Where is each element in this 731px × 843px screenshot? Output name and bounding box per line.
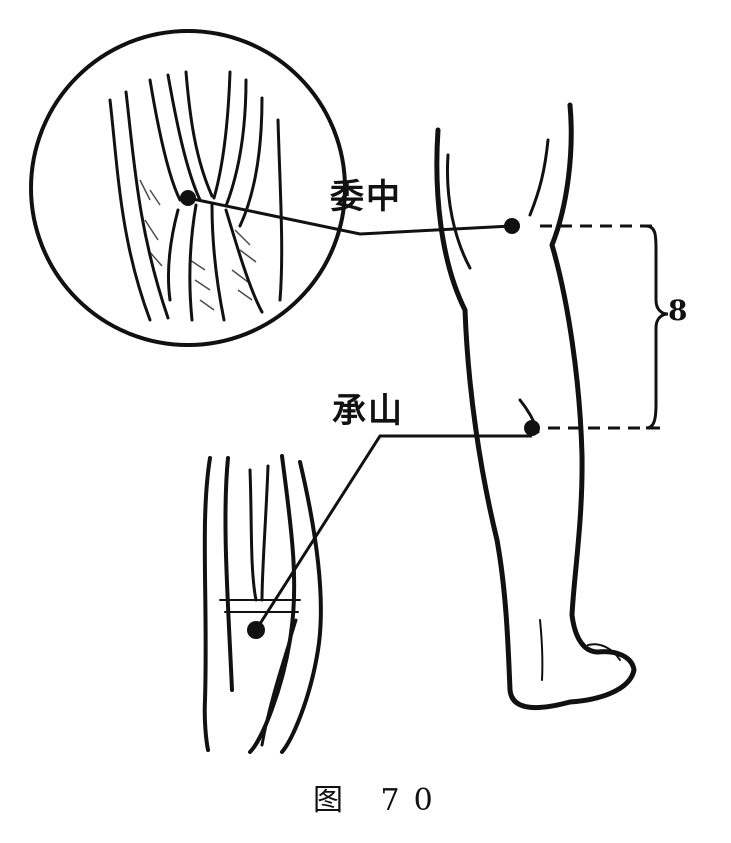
weizhong-leader: [187, 196, 513, 236]
chengshan-point: [524, 420, 540, 436]
chengshan-label: 承山: [332, 391, 404, 431]
leader-lines: [187, 196, 532, 631]
leg-drawing: [434, 102, 637, 711]
inset-circle: [29, 29, 347, 347]
measurement-guides: [540, 224, 660, 430]
knee-detail-inset: [29, 29, 347, 347]
calf-detail-inset: [202, 454, 323, 754]
weizhong-label: 委中: [330, 177, 402, 217]
chengshan-leader: [254, 434, 532, 631]
weizhong-point: [504, 218, 520, 234]
distance-label: 8: [668, 294, 688, 327]
figure-caption: 图 70: [313, 783, 447, 818]
measurement-brace: [645, 224, 669, 430]
